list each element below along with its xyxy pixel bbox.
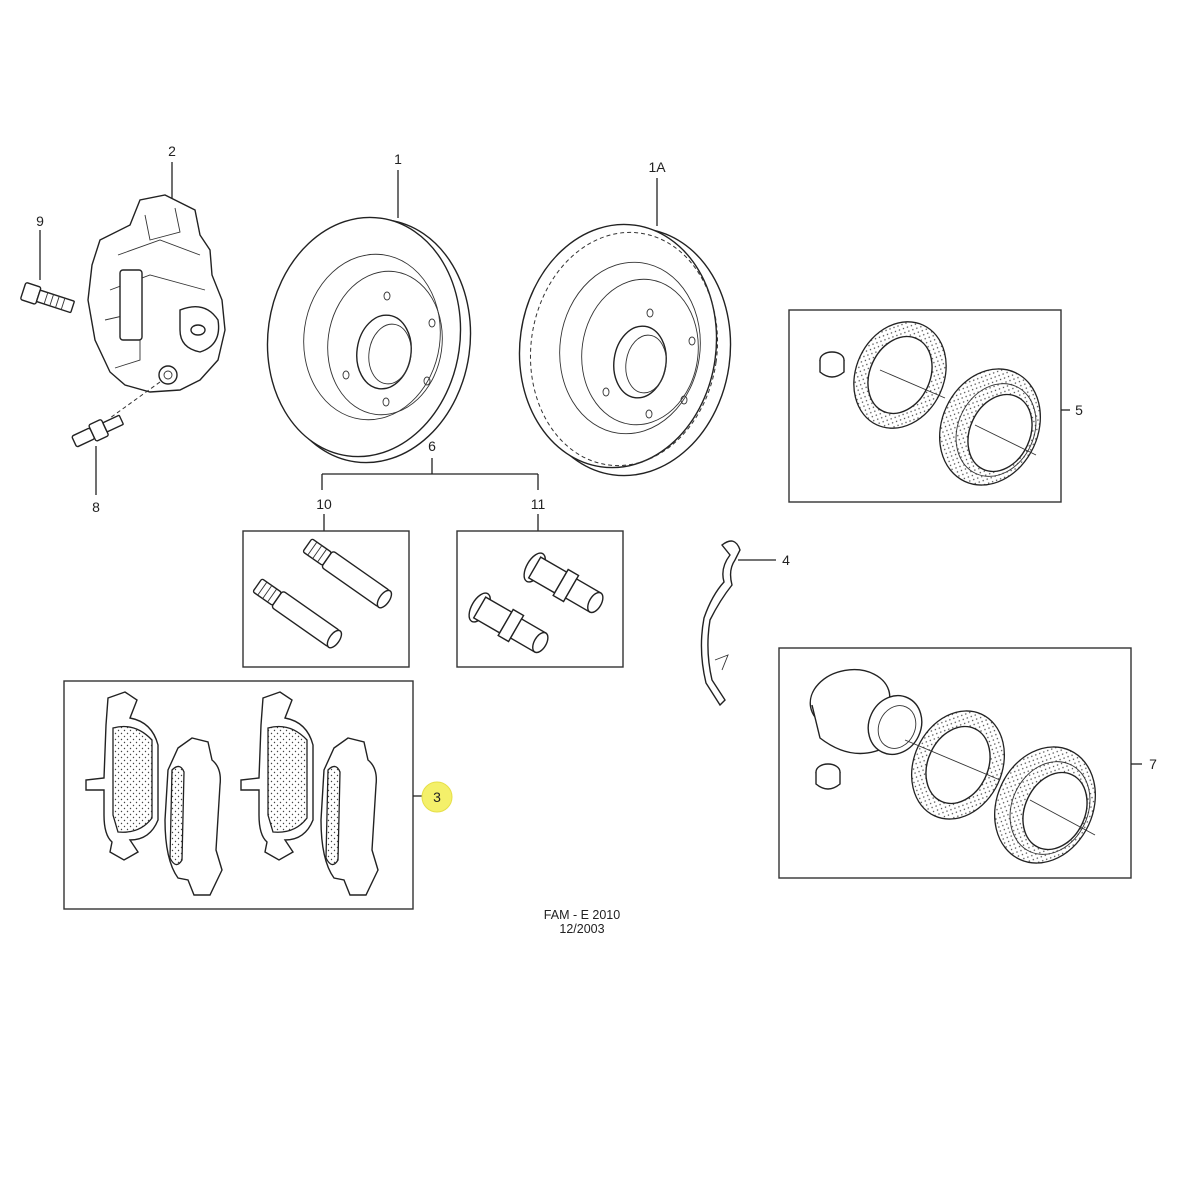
part-9-bolt [20,230,75,314]
callout-10[interactable]: 10 [316,496,332,512]
callout-5[interactable]: 5 [1075,402,1083,418]
part-2-caliper [87,162,226,419]
callout-3[interactable]: 3 [433,789,441,805]
part-3-brake-pads [63,680,425,910]
callout-2[interactable]: 2 [168,143,176,159]
callout-9[interactable]: 9 [36,213,44,229]
part-1-brake-disc [266,170,472,464]
callout-6[interactable]: 6 [428,438,436,454]
part-8-bleeder [71,414,124,495]
part-4-spring [700,540,776,707]
part-11-bushings [456,514,624,668]
part-6-bracket [321,458,539,490]
part-7-piston-kit [778,647,1142,879]
part-5-seal-kit [788,309,1070,503]
callout-1[interactable]: 1 [394,151,402,167]
callout-11[interactable]: 11 [531,496,546,512]
callout-4[interactable]: 4 [782,552,790,568]
callout-3-highlight [421,781,453,813]
part-10-guide-pins [242,514,410,668]
part-1a-vented-disc [518,178,732,477]
diagram-code: FAM - E 2010 [544,908,620,922]
callout-1a[interactable]: 1A [648,159,666,175]
diagram-date: 12/2003 [559,922,604,936]
callout-7[interactable]: 7 [1149,756,1157,772]
callout-8[interactable]: 8 [92,499,100,515]
